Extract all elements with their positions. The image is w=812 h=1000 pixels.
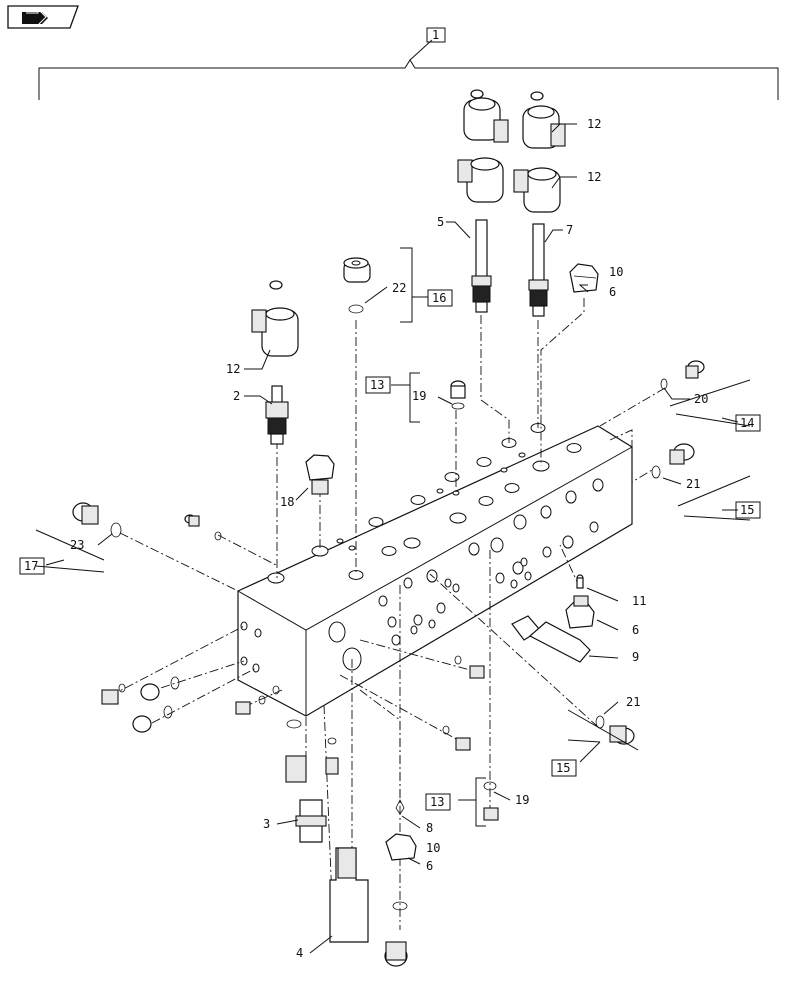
callout-19a: 19: [412, 389, 426, 403]
callout-11: 11: [632, 594, 646, 608]
svg-text:14: 14: [740, 416, 754, 430]
bottom-stack-parts: [285, 719, 417, 967]
plug-6-right: [565, 595, 595, 629]
box-label-13a: 13: [365, 376, 391, 394]
callout-10b: 10: [426, 841, 440, 855]
arrow-nav-icon[interactable]: [7, 5, 79, 29]
plug-22: [343, 257, 371, 314]
plug-20: [660, 360, 705, 390]
boxed-labels: 1 16 13 14 15 17 15 13: [19, 27, 761, 811]
callout-18: 18: [280, 495, 294, 509]
cartridge-valve-7: [528, 223, 549, 317]
callout-7: 7: [566, 223, 573, 237]
svg-text:15: 15: [556, 761, 570, 775]
plug-21-bottom: [595, 715, 635, 745]
plug-10-top: [569, 263, 599, 293]
callout-21b: 21: [626, 695, 640, 709]
callout-10a: 10: [609, 265, 623, 279]
plug-23: [72, 502, 122, 538]
solenoid-coil-left: [251, 280, 299, 357]
front-face-ports: [328, 478, 604, 671]
callout-3: 3: [263, 817, 270, 831]
manifold-block: [237, 423, 633, 717]
cartridge-valve-2: [265, 385, 289, 445]
plug-19-bottom: [483, 781, 499, 821]
svg-text:13: 13: [430, 795, 444, 809]
box-label-14: 14: [735, 414, 761, 432]
callout-12b: 12: [587, 170, 601, 184]
callout-4: 4: [296, 946, 303, 960]
solenoid-coil-top-right: [522, 91, 566, 149]
callout-8: 8: [426, 821, 433, 835]
plug-21-top: [651, 443, 695, 479]
small-plug-left: [184, 514, 222, 541]
box-label-1: 1: [426, 27, 446, 43]
solenoid-coil-mid-left: [457, 157, 504, 203]
callout-6b: 6: [632, 623, 639, 637]
fitting-11: [576, 574, 584, 589]
svg-text:17: 17: [24, 559, 38, 573]
plug-18: [305, 454, 335, 495]
left-cluster-plugs: [101, 676, 280, 733]
leader-lines: [35, 123, 751, 954]
callout-6a: 6: [609, 285, 616, 299]
assembly-bracket: [38, 39, 779, 100]
box-label-16: 16: [427, 289, 453, 307]
center-lines: [109, 298, 666, 930]
callout-5: 5: [437, 215, 444, 229]
box-label-15a: 15: [735, 501, 761, 519]
callout-19b: 19: [515, 793, 529, 807]
plug-19-top: [450, 380, 466, 410]
box-label-17: 17: [19, 557, 45, 575]
small-plug-front: [442, 655, 485, 751]
solenoid-coil-top-left: [463, 89, 509, 143]
solenoid-coil-mid-right: [513, 167, 561, 213]
cartridge-valve-5: [471, 219, 492, 313]
callout-21a: 21: [686, 477, 700, 491]
callout-9: 9: [632, 650, 639, 664]
callout-22: 22: [392, 281, 406, 295]
svg-text:15: 15: [740, 503, 754, 517]
box-label-15b: 15: [551, 759, 577, 777]
svg-text:16: 16: [432, 291, 446, 305]
callout-20: 20: [694, 392, 708, 406]
box-label-13b: 13: [425, 793, 451, 811]
adapter-9: [511, 615, 591, 663]
callout-23: 23: [70, 538, 84, 552]
left-end-ports: [240, 621, 262, 673]
callout-2: 2: [233, 389, 240, 403]
callout-6c: 6: [426, 859, 433, 873]
svg-text:13: 13: [370, 378, 384, 392]
callout-12a: 12: [587, 117, 601, 131]
callout-labels: 12 12 5 7 22 10 6 12 2 19 20 21 18 23 11…: [70, 117, 708, 960]
svg-text:1: 1: [432, 28, 439, 42]
callout-12c: 12: [226, 362, 240, 376]
